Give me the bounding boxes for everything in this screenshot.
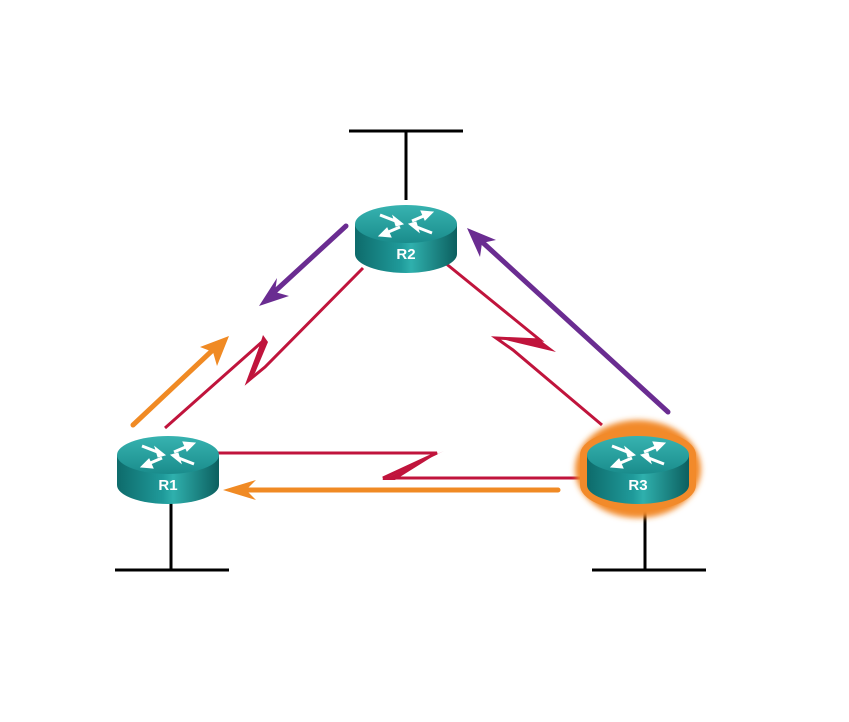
flow-arrow-r2-to-r1 — [259, 223, 349, 306]
router-arrows-icon — [609, 441, 667, 469]
serial-link-r2-r3 — [443, 260, 603, 427]
flow-arrow-r1-to-r2 — [130, 336, 229, 428]
router-arrows-icon — [139, 441, 197, 469]
router-r2[interactable]: R2 — [355, 205, 457, 273]
router-r1[interactable]: R1 — [117, 436, 219, 504]
router-arrows-icon — [377, 210, 435, 238]
router-label: R1 — [158, 477, 177, 494]
router-label: R2 — [396, 246, 415, 263]
router-top — [117, 436, 219, 474]
serial-link-r1-r3 — [216, 451, 585, 480]
lan-r1 — [115, 495, 229, 572]
router-top — [587, 436, 689, 474]
router-top — [355, 205, 457, 243]
flow-arrow-r3-to-r1 — [223, 480, 561, 500]
router-r3[interactable]: R3 — [575, 420, 701, 518]
flow-arrow-r3-to-r2 — [467, 228, 671, 415]
serial-link-r1-r2 — [164, 266, 365, 430]
lan-r2 — [349, 129, 463, 200]
router-label: R3 — [628, 477, 647, 494]
